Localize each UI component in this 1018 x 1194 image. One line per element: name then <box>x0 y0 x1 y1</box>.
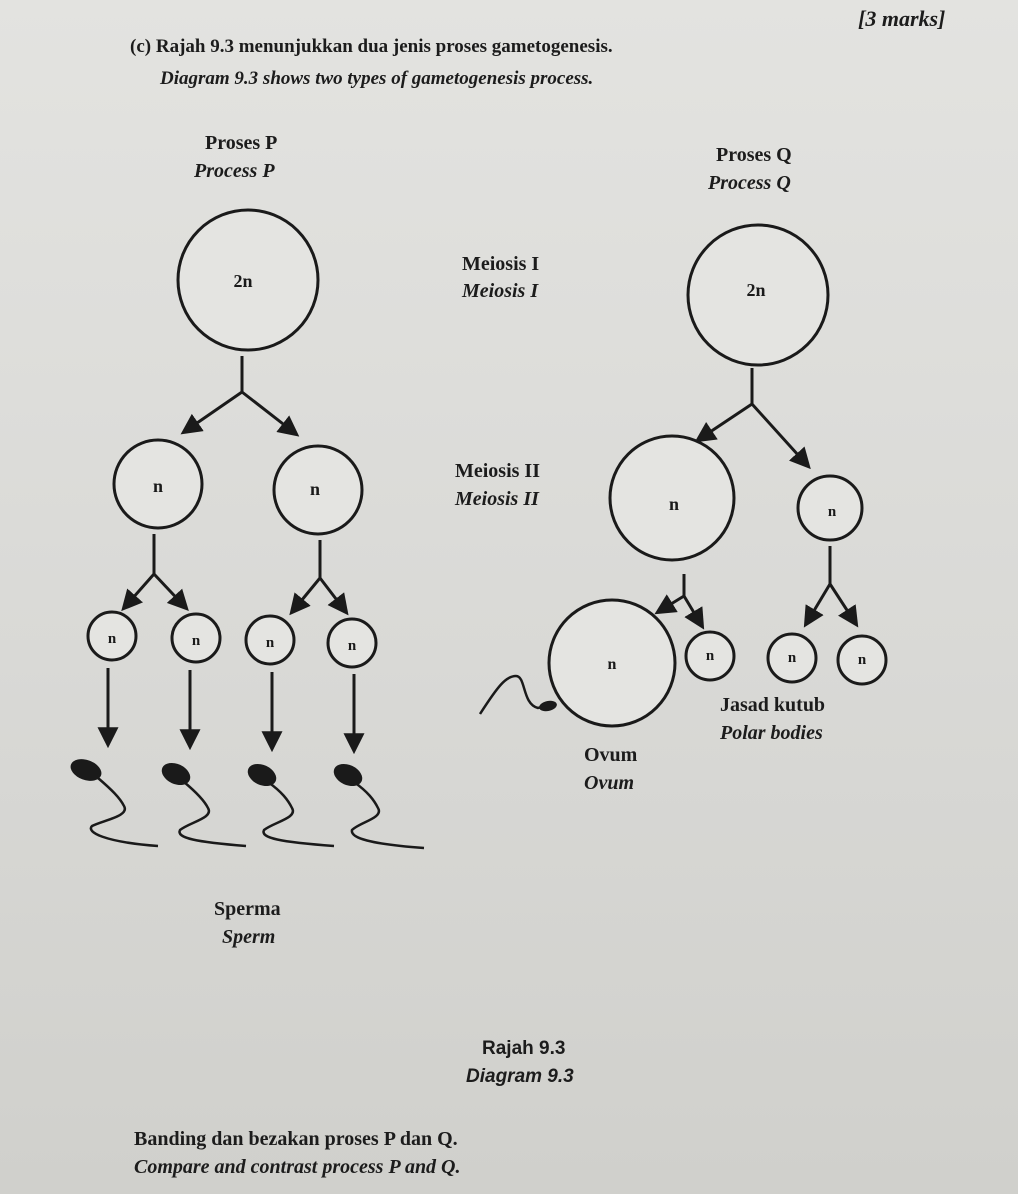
task-text-ms: Banding dan bezakan proses P dan Q. <box>134 1128 458 1150</box>
process-p-label-en: Process P <box>194 160 275 182</box>
ovum-cell <box>547 598 677 728</box>
process-p-m2-cell-1 <box>86 610 138 662</box>
question-text-ms: (c) Rajah 9.3 menunjukkan dua jenis pros… <box>130 36 613 58</box>
process-q-m1-polar-cell <box>796 474 864 542</box>
p-m1-label-2: n <box>310 479 320 499</box>
ovum-label-ms: Ovum <box>584 744 638 766</box>
ovum-pointer-tip <box>539 700 557 712</box>
process-q-label-en: Process Q <box>708 172 791 194</box>
question-text-en: Diagram 9.3 shows two types of gametogen… <box>160 68 594 89</box>
q-m1-label-2: n <box>828 504 837 520</box>
figure-caption-ms: Rajah 9.3 <box>482 1038 566 1059</box>
q-parent-label: 2n <box>746 280 765 300</box>
marks-label: [3 marks] <box>858 6 946 31</box>
meiosis2-label-en: Meiosis II <box>455 488 539 510</box>
process-p-m1-cell-2 <box>272 444 364 536</box>
process-p-label-ms: Proses P <box>205 132 278 154</box>
question-number: (c) <box>130 36 152 57</box>
meiosis1-label-en: Meiosis I <box>462 280 539 302</box>
process-p-parent-cell <box>176 208 320 352</box>
meiosis2-label-ms: Meiosis II <box>455 460 540 482</box>
p-m2-label-3: n <box>266 635 275 651</box>
p-m2-label-4: n <box>348 638 357 654</box>
ovum-label-en: Ovum <box>584 772 634 794</box>
figure-caption-en: Diagram 9.3 <box>466 1066 574 1087</box>
polar-bodies-label-ms: Jasad kutub <box>720 694 826 716</box>
sperm-3 <box>262 780 335 848</box>
polar-label-1: n <box>706 648 715 664</box>
process-p-m1-cell-1 <box>112 438 204 530</box>
ovum-pointer <box>478 674 555 715</box>
process-p-m2-cell-2 <box>170 612 222 664</box>
sperm-head-4 <box>333 763 363 787</box>
polar-body-3 <box>836 634 888 686</box>
sperm-4 <box>350 780 425 850</box>
process-q-parent-cell <box>686 223 830 367</box>
sperm-2 <box>178 781 247 848</box>
p-m2-label-1: n <box>108 631 117 647</box>
meiosis1-label-ms: Meiosis I <box>462 253 540 275</box>
polar-bodies-label-en: Polar bodies <box>720 722 823 744</box>
sperm-1 <box>89 777 159 848</box>
sperm-label-en: Sperm <box>222 926 276 948</box>
sperm-head-1 <box>70 759 102 781</box>
q-m1-label-1: n <box>669 494 679 514</box>
polar-body-1 <box>684 630 736 682</box>
polar-label-2: n <box>788 650 797 666</box>
sperm-head-2 <box>161 762 191 786</box>
p-m2-label-2: n <box>192 633 201 649</box>
polar-body-2 <box>766 632 818 684</box>
p-parent-label: 2n <box>233 271 252 291</box>
process-q-label-ms: Proses Q <box>716 144 792 166</box>
p-m1-label-1: n <box>153 476 163 496</box>
process-q-m1-large-cell <box>608 434 736 562</box>
question-sentence-ms: Rajah 9.3 menunjukkan dua jenis proses g… <box>155 36 613 57</box>
ovum-cell-label: n <box>608 656 617 673</box>
task-text-en: Compare and contrast process P and Q. <box>134 1156 461 1178</box>
sperm-label-ms: Sperma <box>214 898 281 920</box>
sperm-head-3 <box>247 763 277 787</box>
polar-label-3: n <box>858 652 867 668</box>
process-p-m2-cell-4 <box>326 617 378 669</box>
process-p-m2-cell-3 <box>244 614 296 666</box>
